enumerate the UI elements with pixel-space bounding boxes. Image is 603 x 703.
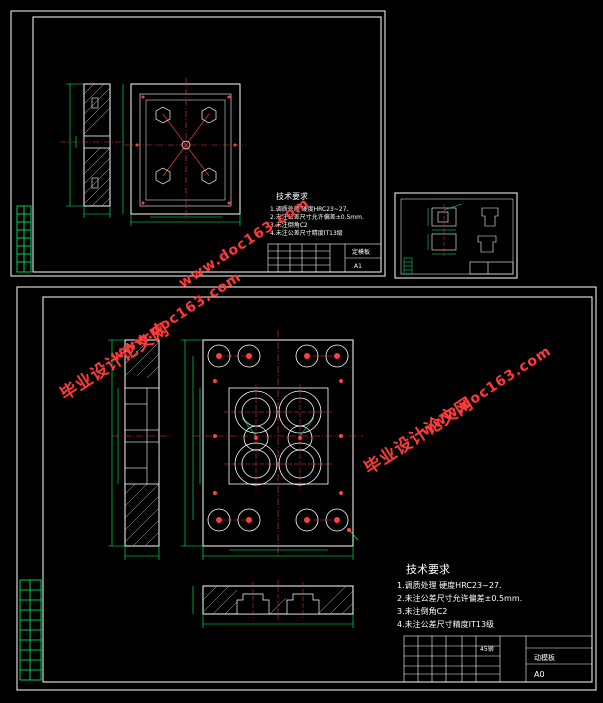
tech-note-top-2: 2.未注公差尺寸允许偏差±0.5mm. xyxy=(270,213,364,221)
title-block-main-size: A0 xyxy=(534,670,545,679)
tech-note-top-4: 4.未注公差尺寸精度IT13级 xyxy=(270,229,343,237)
main-inner-border xyxy=(42,296,593,683)
thumbnail-border xyxy=(394,192,518,279)
main-plan-view xyxy=(181,330,363,560)
plan-view xyxy=(122,78,246,226)
sheet-thumbnail xyxy=(394,192,518,279)
tech-note-top-1: 1.调质处理 硬度HRC23~27. xyxy=(270,205,349,213)
tech-requirements-top: 技术要求 1.调质处理 硬度HRC23~27. 2.未注公差尺寸允许偏差±0.5… xyxy=(270,191,364,237)
title-block-top-size: A1 xyxy=(354,263,362,270)
title-block-main-material: 45钢 xyxy=(480,645,494,653)
tech-note-top-3: 3.未注倒角C2 xyxy=(270,221,308,229)
title-block-main xyxy=(403,635,593,683)
tech-note-main-2: 2.未注公差尺寸允许偏差±0.5mm. xyxy=(397,593,522,603)
tech-note-main-4: 4.未注公差尺寸精度IT13级 xyxy=(397,619,494,629)
title-block-top-name: 定模板 xyxy=(352,248,370,256)
sheet-inner-border xyxy=(32,16,382,273)
tech-title-top: 技术要求 xyxy=(276,191,308,201)
tech-requirements-main: 技术要求 1.调质处理 硬度HRC23~27. 2.未注公差尺寸允许偏差±0.5… xyxy=(397,563,522,629)
side-section-view xyxy=(60,83,124,218)
sheet-main: 技术要求 1.调质处理 硬度HRC23~27. 2.未注公差尺寸允许偏差±0.5… xyxy=(16,286,597,691)
tech-note-main-3: 3.未注倒角C2 xyxy=(397,606,447,616)
sheet-outer-border xyxy=(10,10,386,277)
title-block-top xyxy=(267,243,382,273)
main-bottom-section-view xyxy=(192,580,354,628)
sheet-top-left: 技术要求 1.调质处理 硬度HRC23~27. 2.未注公差尺寸允许偏差±0.5… xyxy=(10,10,386,277)
title-block-main-name: 动模板 xyxy=(534,653,555,662)
tech-title-main: 技术要求 xyxy=(406,563,450,576)
tech-note-main-1: 1.调质处理 硬度HRC23~27. xyxy=(397,580,502,590)
binding-strip xyxy=(16,205,32,273)
main-binding-strip xyxy=(19,579,42,681)
main-outer-border xyxy=(16,286,597,691)
main-side-section-view xyxy=(108,339,170,560)
